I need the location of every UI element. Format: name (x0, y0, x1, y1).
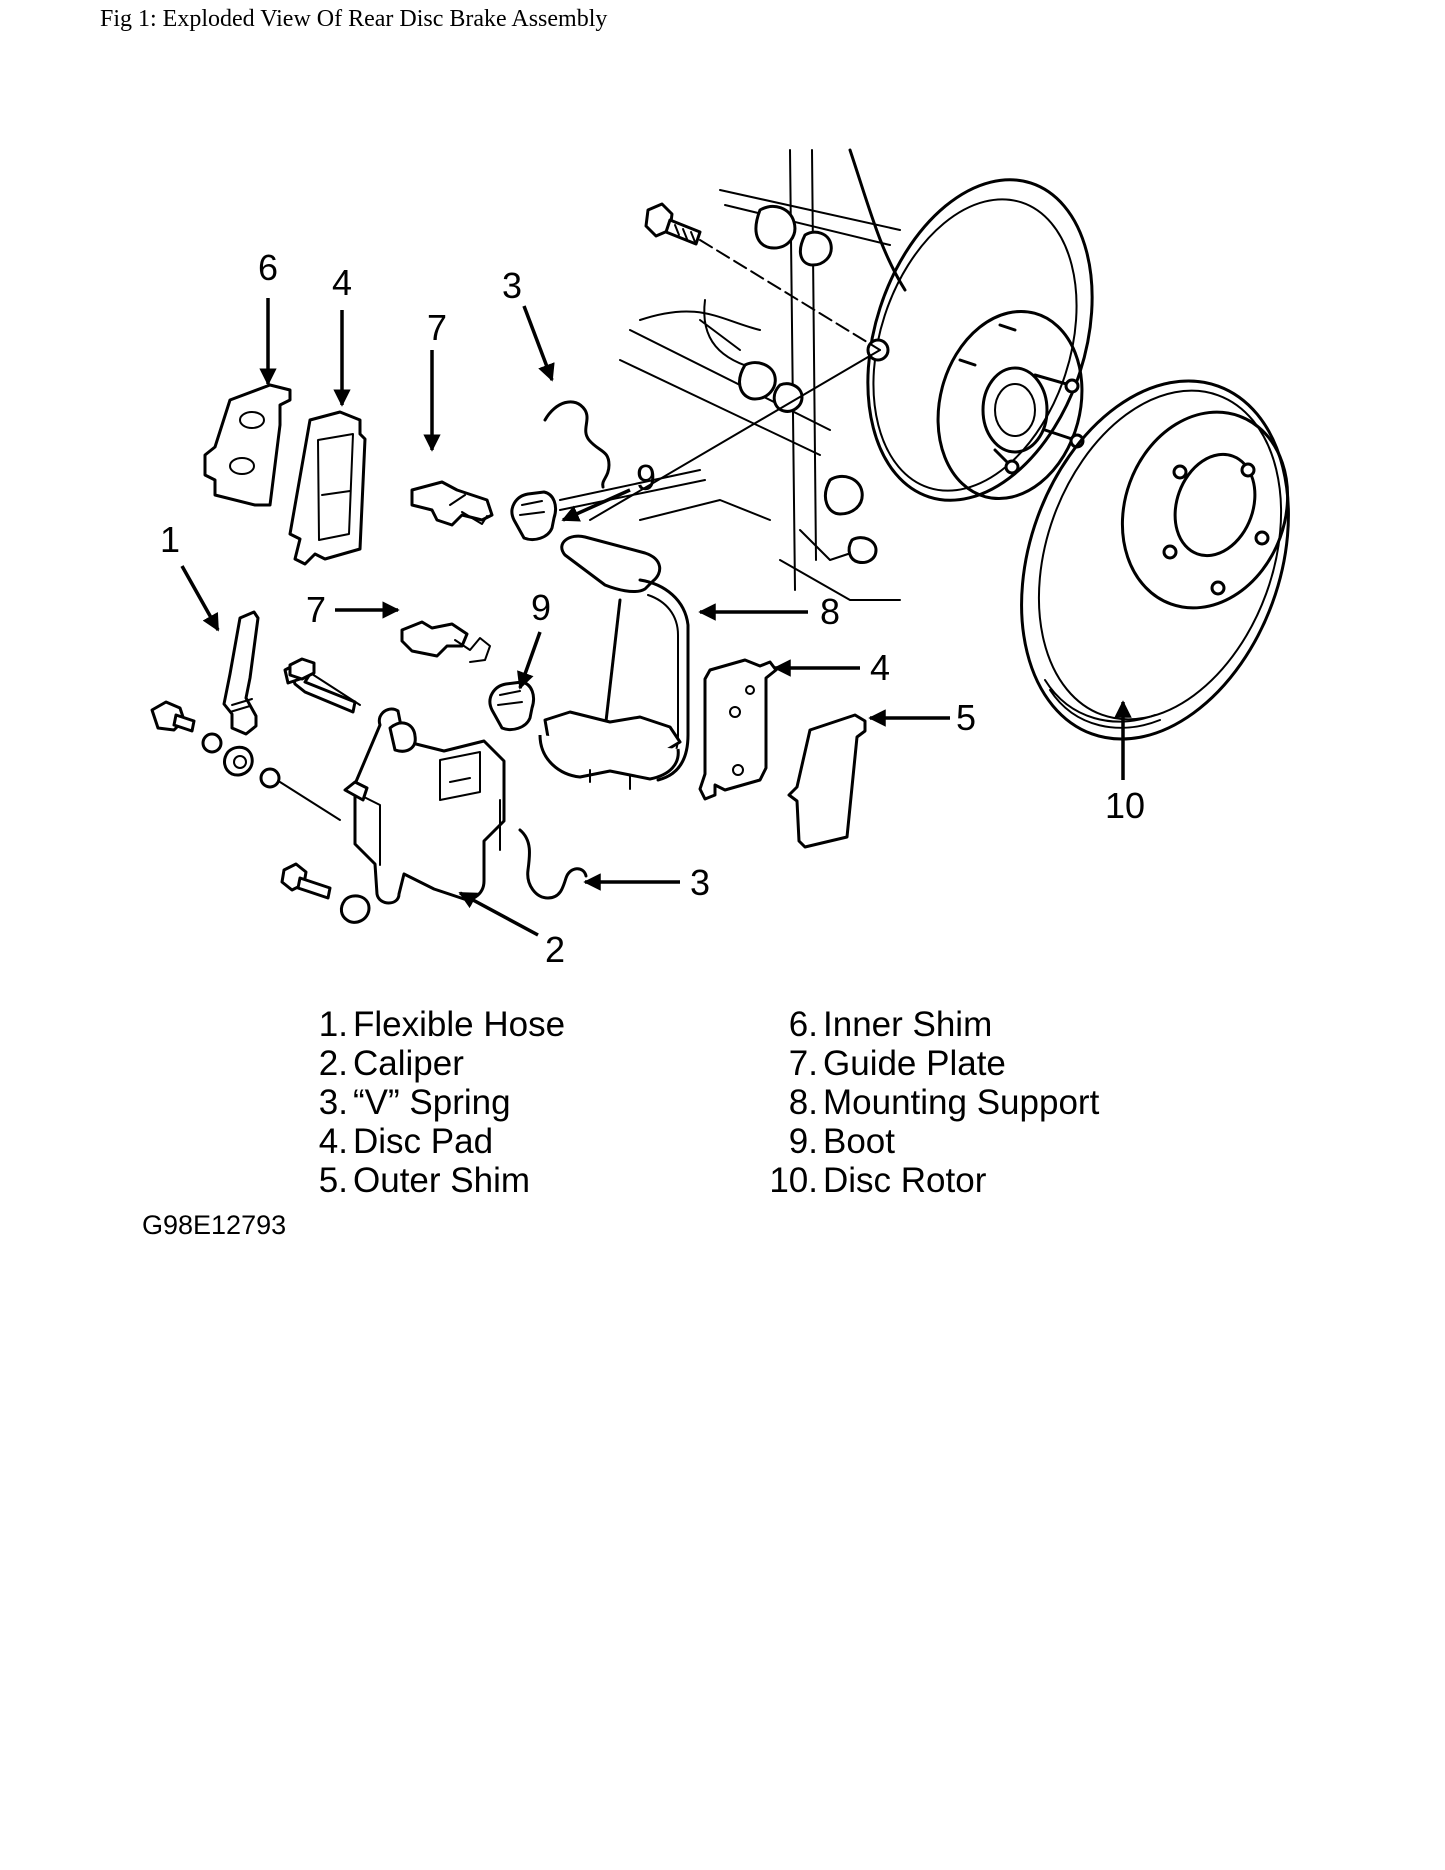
legend-number: 10. (769, 1161, 818, 1200)
mounting-bolt-top (589, 202, 881, 521)
figure-code: G98E12793 (142, 1210, 286, 1240)
disc-pad-inner (288, 410, 367, 566)
legend-label: Boot (823, 1122, 895, 1161)
disc-rotor (1020, 379, 1290, 741)
flexible-hose (150, 610, 341, 821)
v-spring-bottom (518, 828, 588, 900)
figure-title: Fig 1: Exploded View Of Rear Disc Brake … (100, 6, 608, 32)
legend-label: “V” Spring (353, 1083, 511, 1122)
legend-number: 4. (319, 1122, 348, 1161)
legend-column-right: 6. Inner Shim 7. Guide Plate 8. Mounting… (769, 1005, 1099, 1200)
outer-shim (787, 713, 867, 849)
guide-plate-mid (400, 620, 491, 663)
callout-10: 10 (1105, 785, 1145, 826)
callout-9-mid: 9 (531, 587, 551, 628)
callout-5: 5 (956, 697, 976, 738)
boot-upper (510, 490, 558, 542)
legend-label: Disc Rotor (823, 1161, 987, 1200)
legend-number: 7. (789, 1044, 818, 1083)
mounting-support (538, 534, 690, 790)
caliper (280, 660, 506, 924)
disc-pad-outer (698, 658, 778, 801)
legend-number: 6. (789, 1005, 818, 1044)
legend-label: Disc Pad (353, 1122, 493, 1161)
legend-number: 5. (319, 1161, 348, 1200)
legend-label: Inner Shim (823, 1005, 992, 1044)
callout-3-bottom: 3 (690, 862, 710, 903)
legend-label: Guide Plate (823, 1044, 1006, 1083)
legend-label: Flexible Hose (353, 1005, 565, 1044)
knuckle-assembly (559, 148, 907, 601)
inner-shim (203, 383, 292, 507)
legend-number: 8. (789, 1083, 818, 1122)
legend-label: Mounting Support (823, 1083, 1100, 1122)
legend-number: 1. (319, 1005, 348, 1044)
hub-backing-plate (866, 178, 1094, 502)
callout-3-top: 3 (502, 265, 522, 306)
boot-lower (488, 680, 536, 732)
callout-arrows (180, 298, 1132, 937)
callout-1: 1 (160, 519, 180, 560)
callout-4-top: 4 (332, 262, 352, 303)
callout-labels: 6 4 7 3 9 1 7 9 8 4 5 10 3 2 (160, 247, 1145, 970)
legend-label: Outer Shim (353, 1161, 530, 1200)
callout-6: 6 (258, 247, 278, 288)
callout-9-top: 9 (636, 457, 656, 498)
callout-7-top: 7 (427, 307, 447, 348)
parts-legend: 1. Flexible Hose 2. Caliper 3. “V” Sprin… (319, 1005, 1100, 1200)
legend-number: 3. (319, 1083, 348, 1122)
callout-2: 2 (545, 929, 565, 970)
legend-number: 2. (319, 1044, 348, 1083)
callout-7-mid: 7 (306, 589, 326, 630)
v-spring-top (543, 400, 611, 489)
guide-plate-top (410, 480, 494, 527)
callout-4-right: 4 (870, 647, 890, 688)
bleeder-bolt (288, 657, 361, 706)
legend-number: 9. (789, 1122, 818, 1161)
callout-8: 8 (820, 591, 840, 632)
legend-column-left: 1. Flexible Hose 2. Caliper 3. “V” Sprin… (319, 1005, 565, 1200)
legend-label: Caliper (353, 1044, 464, 1083)
